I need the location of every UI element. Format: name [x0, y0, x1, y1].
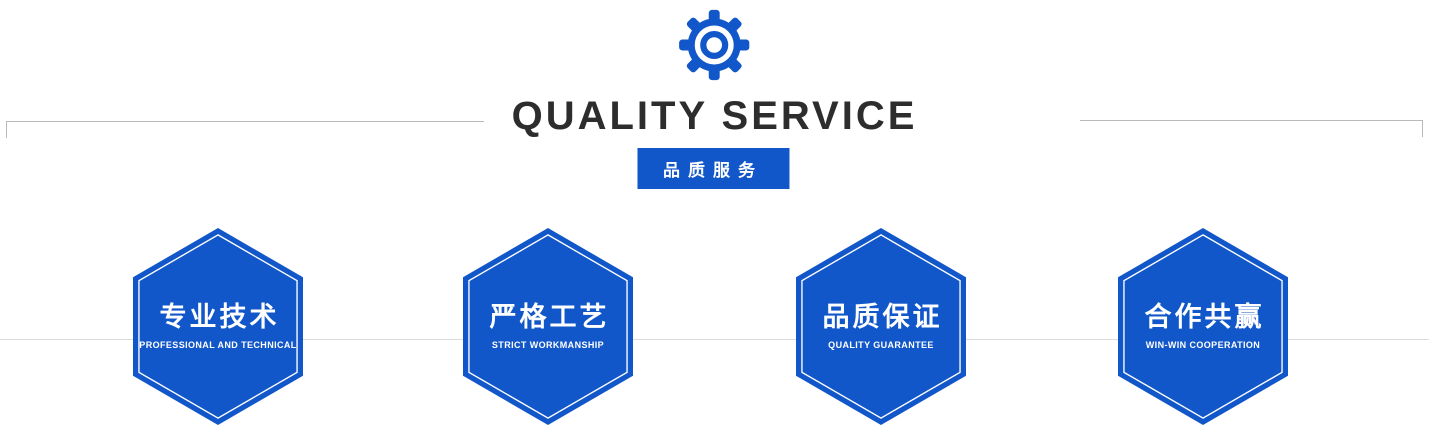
page-title: QUALITY SERVICE	[511, 94, 918, 138]
feature-hexagon-professional: 专业技术 PROFESSIONAL AND TECHNICAL	[133, 228, 303, 425]
feature-title: 专业技术	[159, 302, 280, 333]
feature-title: 品质保证	[822, 302, 943, 333]
feature-subtitle: QUALITY GUARANTEE	[828, 339, 934, 350]
feature-title: 严格工艺	[489, 302, 610, 333]
decor-line-left	[6, 121, 484, 122]
feature-hexagon-workmanship: 严格工艺 STRICT WORKMANSHIP	[463, 228, 633, 425]
subtitle-badge: 品质服务	[636, 148, 789, 189]
feature-subtitle: STRICT WORKMANSHIP	[491, 339, 605, 350]
feature-title: 合作共赢	[1144, 302, 1265, 333]
feature-subtitle: WIN-WIN COOPERATION	[1145, 339, 1261, 350]
decor-line-middle	[0, 339, 1429, 340]
hexagon-shape	[796, 228, 966, 425]
hexagon-shape	[1118, 228, 1288, 425]
feature-hexagon-cooperation: 合作共赢 WIN-WIN COOPERATION	[1118, 228, 1288, 425]
hexagon-shape	[463, 228, 633, 425]
decor-line-right	[1080, 120, 1423, 121]
feature-subtitle: PROFESSIONAL AND TECHNICAL	[139, 339, 297, 350]
gear-icon	[678, 9, 749, 81]
decor-line-right-corner	[1422, 120, 1423, 137]
decor-line-left-corner	[6, 121, 7, 138]
hexagon-shape	[133, 228, 303, 425]
feature-hexagon-guarantee: 品质保证 QUALITY GUARANTEE	[796, 228, 966, 425]
